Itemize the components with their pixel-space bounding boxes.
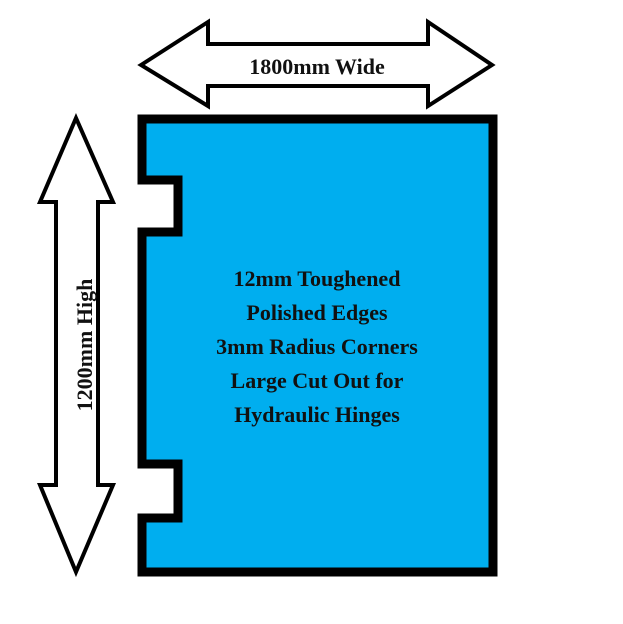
width-arrow: [137, 18, 496, 110]
height-arrow: [36, 112, 117, 578]
note-line: Hydraulic Hinges: [234, 402, 400, 427]
note-line: Large Cut Out for: [231, 368, 404, 393]
bottom-hinge-cutout: [142, 464, 178, 518]
note-line: Polished Edges: [246, 300, 388, 325]
glass-panel: [137, 114, 498, 577]
note-line: 3mm Radius Corners: [216, 334, 418, 359]
width-label: 1800mm Wide: [249, 54, 385, 79]
height-label: 1200mm High: [72, 279, 97, 412]
panel-notes: 12mm Toughened Polished Edges 3mm Radius…: [216, 266, 418, 427]
top-hinge-cutout: [142, 180, 178, 232]
note-line: 12mm Toughened: [234, 266, 401, 291]
